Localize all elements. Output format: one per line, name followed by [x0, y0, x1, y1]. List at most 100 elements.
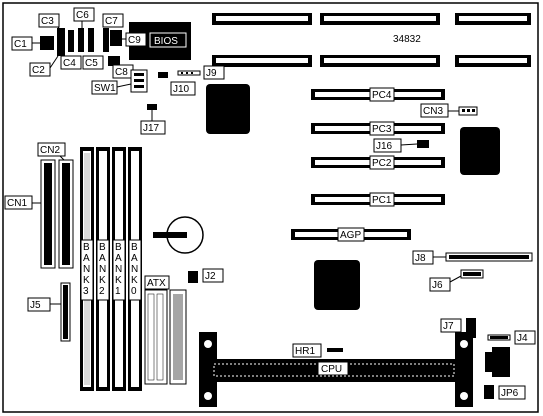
callout-j4: J4: [514, 330, 536, 345]
pci-slot-3: PC3: [311, 121, 445, 136]
svg-text:CN1: CN1: [7, 198, 27, 209]
isa-slots: [212, 13, 531, 67]
callout-j8: J8: [412, 250, 446, 265]
svg-text:CN2: CN2: [40, 145, 60, 156]
svg-text:C9: C9: [128, 35, 141, 46]
cmos-battery: [153, 216, 204, 254]
svg-text:J16: J16: [376, 141, 393, 152]
hr1-header: [327, 348, 343, 352]
callout-j9: J9: [203, 65, 225, 80]
svg-text:J7: J7: [443, 321, 454, 332]
agp-slot: AGP: [291, 227, 411, 242]
svg-text:C5: C5: [85, 58, 98, 69]
svg-text:CN3: CN3: [423, 106, 443, 117]
dimm-bank-3: [80, 147, 94, 391]
svg-text:C3: C3: [41, 16, 54, 27]
j2-header: [188, 271, 198, 283]
callout-j7: J7: [440, 318, 462, 333]
callout-j6: J6: [429, 275, 462, 292]
svg-text:C4: C4: [63, 58, 76, 69]
svg-text:PC2: PC2: [372, 158, 392, 169]
svg-text:J10: J10: [173, 84, 190, 95]
j16-header: [417, 140, 429, 148]
fan-bracket: [485, 347, 510, 377]
j9-header: [177, 70, 201, 76]
j17-header: [147, 104, 157, 110]
pci-slot-1: PC1: [311, 192, 445, 207]
jp6-header: [484, 385, 494, 399]
svg-text:AGP: AGP: [340, 230, 361, 241]
dimm-bank-1: [112, 147, 126, 391]
j10-header: [158, 72, 168, 78]
svg-text:J6: J6: [432, 280, 443, 291]
svg-text:JP6: JP6: [501, 388, 519, 399]
svg-text:C8: C8: [115, 67, 128, 78]
svg-text:HR1: HR1: [295, 346, 315, 357]
sw1-switch: [130, 69, 148, 93]
svg-text:C2: C2: [32, 65, 45, 76]
chipset-south: [314, 260, 360, 310]
svg-text:CPU: CPU: [321, 364, 342, 375]
board-id: 34832: [393, 34, 421, 45]
callout-j16: J16: [373, 138, 418, 153]
j7-header: [466, 318, 476, 338]
svg-text:PC1: PC1: [372, 195, 392, 206]
dimm-bank-2: [96, 147, 110, 391]
callout-j5: J5: [27, 297, 61, 312]
callout-cn2: CN2: [37, 142, 66, 161]
callout-c5: C5: [82, 55, 104, 70]
svg-text:J17: J17: [143, 123, 160, 134]
callout-atx: ATX: [144, 275, 170, 290]
svg-text:J5: J5: [30, 300, 41, 311]
callout-j2: J2: [202, 268, 224, 283]
callout-c9: C9: [122, 32, 147, 47]
callout-j10: J10: [170, 81, 196, 96]
callout-c3: C3: [38, 13, 61, 31]
pci-slot-4: PC4: [311, 87, 445, 102]
svg-text:C6: C6: [76, 10, 89, 21]
svg-text:ATX: ATX: [147, 278, 166, 289]
j8-header: [445, 252, 533, 262]
bios-label: BIOS: [154, 36, 178, 47]
svg-text:PC4: PC4: [372, 90, 392, 101]
capacitor-cluster: [40, 28, 122, 66]
svg-text:J8: J8: [415, 253, 426, 264]
j6-header: [460, 269, 484, 279]
cn2-connector: [58, 159, 74, 269]
svg-text:J4: J4: [517, 333, 528, 344]
callout-c4: C4: [60, 55, 82, 70]
callout-sw1: SW1: [91, 80, 132, 95]
cn1-connector: [40, 159, 56, 269]
callout-hr1: HR1: [292, 343, 322, 358]
svg-text:C1: C1: [14, 39, 27, 50]
svg-text:J2: J2: [205, 271, 216, 282]
svg-text:C7: C7: [105, 16, 118, 27]
cn3-header: [458, 106, 478, 116]
svg-text:SW1: SW1: [94, 83, 116, 94]
chipset-io: [460, 127, 500, 175]
svg-text:PC3: PC3: [372, 124, 392, 135]
callout-cn3: CN3: [420, 103, 459, 118]
cpu-slot: CPU: [199, 332, 473, 407]
j5-header: [60, 282, 71, 342]
chipset-north: [206, 84, 250, 134]
dimm-bank-0: [128, 147, 142, 391]
pci-slot-2: PC2: [311, 155, 445, 170]
callout-c1: C1: [11, 36, 40, 51]
callout-cn1: CN1: [4, 195, 41, 210]
atx-connector: [144, 289, 187, 385]
callout-jp6: JP6: [498, 385, 526, 400]
callout-c7: C7: [102, 13, 124, 28]
callout-c2: C2: [29, 55, 59, 77]
callout-c8: C8: [112, 64, 134, 79]
callout-j17: J17: [140, 110, 166, 135]
svg-text:J9: J9: [206, 68, 217, 79]
callout-c6: C6: [73, 7, 95, 28]
j4-header: [487, 334, 511, 341]
